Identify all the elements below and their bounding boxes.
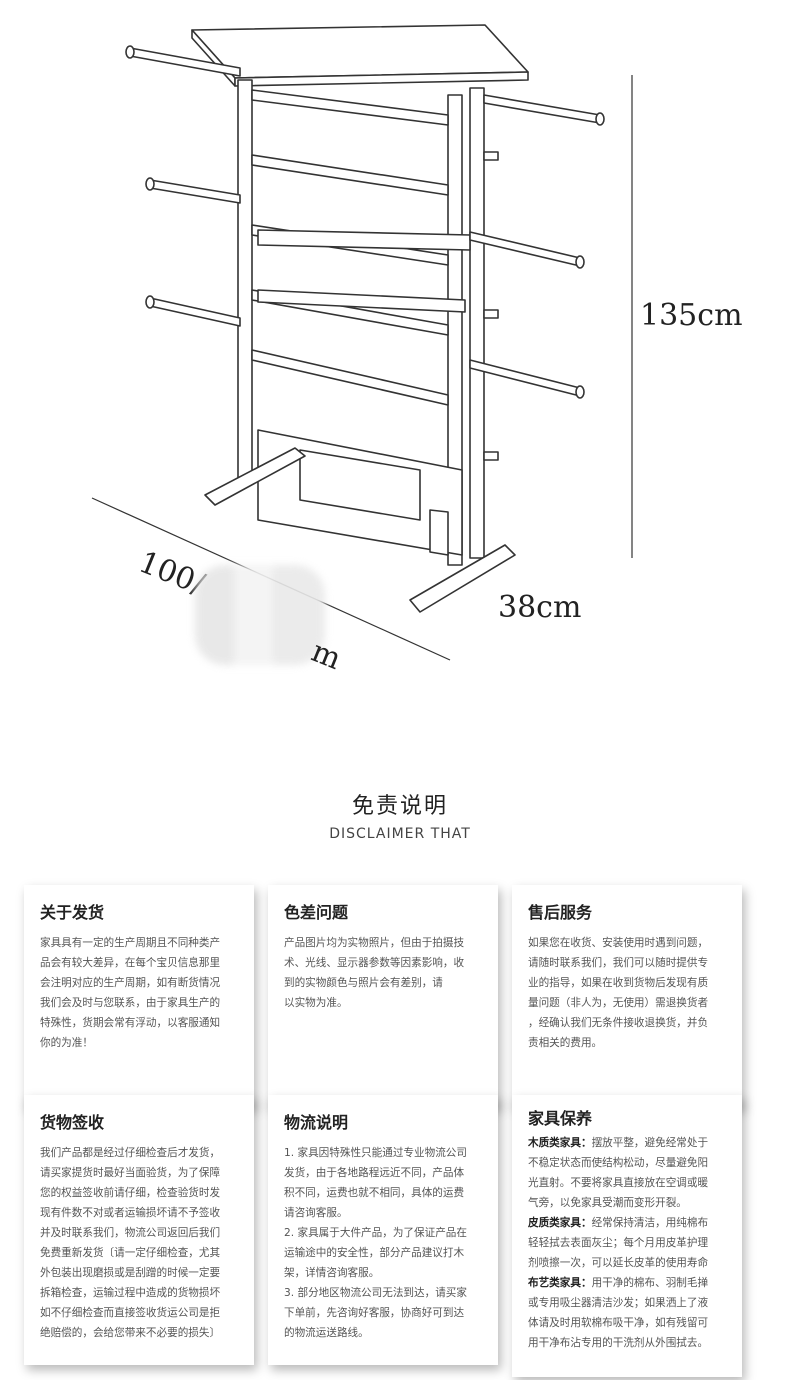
card-text-line: 现有件数不对或者运输损坏请不予签收 [40, 1207, 221, 1219]
disclaimer-title: 免责说明 [351, 794, 448, 819]
card-text-line: 不稳定状态而使结构松动，尽量避免阳 [528, 1157, 709, 1169]
card-text-line: 并及时联系我们，物流公司返回后我们 [40, 1227, 221, 1239]
height-dimension-label: 135cm [640, 298, 743, 333]
card-text-line: 剂喷擦一次，可以延长皮革的使用寿命 [528, 1257, 709, 1269]
card-text-line: 的物流运送路线。 [284, 1327, 369, 1339]
card-body: 我们产品都是经过仔细检查后才发货， 请买家提货时最好当面验货，为了保障您的权益签收… [40, 1143, 240, 1343]
card-text-line: 如果您在收货、安装使用时遇到问题， [528, 937, 709, 949]
card-text-line: 轻轻拭去表面灰尘；每个月用皮革护理 [528, 1237, 709, 1249]
card-text-line: 以实物为准。 [284, 997, 348, 1009]
card-text-line: 量问题（非人为，无使用）需退换货者 [528, 997, 709, 1009]
card-text-line: 布艺类家具：用干净的棉布、羽制毛掸 [528, 1277, 709, 1289]
card-text-line: 责相关的费用。 [528, 1037, 603, 1049]
card-body: 家具具有一定的生产周期且不同种类产品会有较大差异，在每个宝贝信息那里会注明对应的… [40, 933, 240, 1053]
card-text-line: 架，详情咨询客服。 [284, 1267, 380, 1279]
card-text-emphasis: 布艺类家具： [528, 1277, 592, 1289]
card-text-line: 会注明对应的生产周期，如有断货情况 [40, 977, 221, 989]
card-text-line: 用干净布沾专用的干洗剂从外围拭去。 [528, 1337, 709, 1349]
card-title: 关于发货 [40, 903, 105, 922]
card-text-line: 2. 家具属于大件产品，为了保证产品在 [284, 1227, 467, 1239]
card-text-line: 家具具有一定的生产周期且不同种类产 [40, 937, 221, 949]
card-body: 如果您在收货、安装使用时遇到问题， 请随时联系我们，我们可以随时提供专业的指导，如… [528, 933, 728, 1053]
card-text-line: 我们产品都是经过仔细检查后才发货， [40, 1147, 221, 1159]
card-text-line: 术、光线、显示器参数等因素影响，收 [284, 957, 465, 969]
card-text-line: 外包装出现磨损或是刮蹭的时候一定要 [40, 1267, 221, 1279]
card-text-line: 免费重新发货〔请一定仔细检查，尤其 [40, 1247, 221, 1259]
card-title: 物流说明 [284, 1113, 349, 1132]
card-text-line: 我们会及时与您联系，由于家具生产的 [40, 997, 221, 1009]
card-text-line: 到的实物颜色与照片会有差别，请 [284, 977, 443, 989]
card-text-line: 下单前，先咨询好客服，协商好可到达 [284, 1307, 465, 1319]
card-text-line: 请买家提货时最好当面验货，为了保障 [40, 1167, 221, 1179]
card-text-line: 拆箱检查，运输过程中造成的货物损坏 [40, 1287, 221, 1299]
card-furniture-care: 家具保养 木质类家具：摆放平整，避免经常处于不稳定状态而使结构松动，尽量避免阳光… [512, 1095, 742, 1377]
card-after-sales: 售后服务 如果您在收货、安装使用时遇到问题， 请随时联系我们，我们可以随时提供专业… [512, 885, 742, 1107]
card-text-line: 1. 家具因特殊性只能通过专业物流公司 [284, 1147, 467, 1159]
card-text-line: 产品图片均为实物照片，但由于拍摄技 [284, 937, 465, 949]
card-text-line: 请咨询客服。 [284, 1207, 348, 1219]
clothing-rack-illustration [91, 24, 633, 661]
card-text-line: 气旁，以免家具受潮而变形开裂。 [528, 1197, 687, 1209]
card-logistics: 物流说明 1. 家具因特殊性只能通过专业物流公司发货，由于各地路程远近不同，产品… [268, 1095, 498, 1365]
card-color-difference: 色差问题 产品图片均为实物照片，但由于拍摄技术、光线、显示器参数等因素影响，收到… [268, 885, 498, 1107]
card-text-emphasis: 皮质类家具： [528, 1217, 592, 1229]
card-title: 家具保养 [528, 1109, 593, 1128]
card-text-line: 积不同，运费也就不相同，具体的运费 [284, 1187, 465, 1199]
card-text-line: 木质类家具：摆放平整，避免经常处于 [528, 1137, 709, 1149]
card-text-line: 您的权益签收前请仔细，检查验货时发 [40, 1187, 221, 1199]
card-delivery-receipt: 货物签收 我们产品都是经过仔细检查后才发货， 请买家提货时最好当面验货，为了保障您… [24, 1095, 254, 1365]
card-text-emphasis: 木质类家具： [528, 1137, 592, 1149]
card-text-line: 或专用吸尘器清洁沙发；如果洒上了液 [528, 1297, 709, 1309]
card-text-line: 光直射。不要将家具直接放在空调或暖 [528, 1177, 709, 1189]
card-text-line: 发货，由于各地路程远近不同，产品体 [284, 1167, 465, 1179]
card-text-line: 皮质类家具：经常保持清洁，用纯棉布 [528, 1217, 709, 1229]
card-body: 产品图片均为实物照片，但由于拍摄技术、光线、显示器参数等因素影响，收到的实物颜色… [284, 933, 484, 1013]
card-text-line: 请随时联系我们，我们可以随时提供专 [528, 957, 709, 969]
card-title: 色差问题 [284, 903, 349, 922]
card-text-line: 体请及时用软棉布吸干净，如有残留可 [528, 1317, 709, 1329]
disclaimer-subtitle: DISCLAIMER THAT [329, 826, 471, 842]
card-shipping: 关于发货 家具具有一定的生产周期且不同种类产品会有较大差异，在每个宝贝信息那里会… [24, 885, 254, 1107]
blurred-region [195, 565, 325, 665]
card-body: 木质类家具：摆放平整，避免经常处于不稳定状态而使结构松动，尽量避免阳光直射。不要… [528, 1133, 728, 1353]
depth-dimension-label: 38cm [498, 590, 582, 625]
card-title: 货物签收 [40, 1113, 105, 1132]
card-text-line: ，经确认我们无条件接收退换货，并负 [528, 1017, 709, 1029]
card-body: 1. 家具因特殊性只能通过专业物流公司发货，由于各地路程远近不同，产品体积不同，… [284, 1143, 484, 1343]
card-text-line: 业的指导，如果在收到货物后发现有质 [528, 977, 709, 989]
card-text-line: 品会有较大差异，在每个宝贝信息那里 [40, 957, 221, 969]
card-text-line: 你的为准！ [40, 1037, 93, 1049]
card-text-line: 如不仔细检查而直接签收货运公司是拒 [40, 1307, 221, 1319]
card-title: 售后服务 [528, 903, 593, 922]
card-text-line: 3. 部分地区物流公司无法到达，请买家 [284, 1287, 467, 1299]
card-text-line: 绝赔偿的，会给您带来不必要的损失〕 [40, 1327, 221, 1339]
card-text-line: 特殊性，货期会常有浮动，以客服通知 [40, 1017, 221, 1029]
card-text-line: 运输途中的安全性，部分产品建议打木 [284, 1247, 465, 1259]
